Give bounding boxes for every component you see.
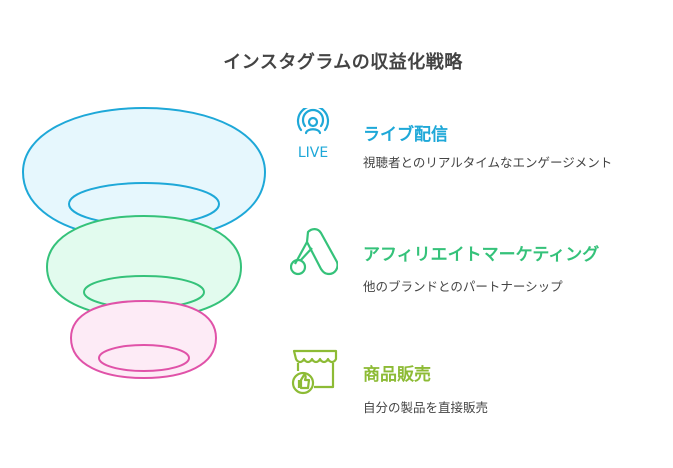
ring-affiliate <box>45 214 243 313</box>
ring-sales <box>69 299 218 380</box>
item-heading: 商品販売 <box>363 365 431 385</box>
item-description: 視聴者とのリアルタイムなエンゲージメント <box>363 155 613 170</box>
live-stream-icon: LIVE <box>296 108 330 161</box>
item-heading: ライブ配信 <box>363 125 448 145</box>
svg-text:LIVE: LIVE <box>298 145 328 161</box>
affiliate-ads-icon <box>290 228 338 276</box>
ring-live <box>21 106 267 234</box>
item-description: 他のブランドとのパートナーシップ <box>363 279 563 294</box>
page-title: インスタグラムの収益化戦略 <box>223 52 463 73</box>
shop-like-icon <box>291 349 338 395</box>
item-description: 自分の製品を直接販売 <box>363 400 489 415</box>
item-heading: アフィリエイトマーケティング <box>363 245 600 265</box>
